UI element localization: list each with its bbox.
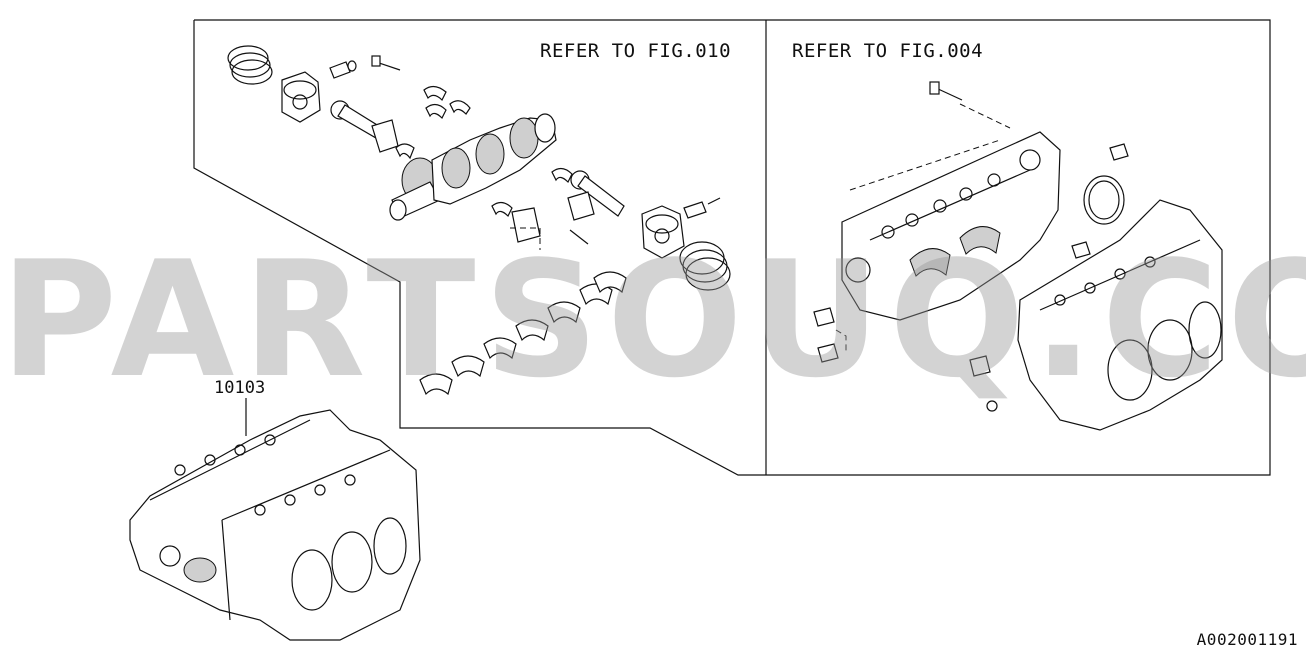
refer-fig-004-label[interactable]: REFER TO FIG.004 (792, 40, 984, 62)
part-number-callout[interactable]: 10103 (214, 378, 266, 398)
refer-fig-010-label[interactable]: REFER TO FIG.010 (540, 40, 732, 62)
bearing-shells-middle (491, 167, 573, 218)
plugs-and-nuts (813, 241, 1091, 412)
piston-pin-top (329, 60, 357, 79)
piston-bottom (641, 205, 685, 259)
crankcase-half-left (841, 131, 1061, 321)
piston-pin-bottom (683, 197, 721, 219)
piston-ring-set-top (227, 45, 273, 85)
conrod-bottom (567, 170, 625, 245)
short-block-assembly (129, 398, 421, 641)
conrod-bolt-top (371, 55, 401, 71)
conrod-cap-bottom (510, 207, 541, 250)
conrod-top (330, 100, 399, 153)
crankshaft (389, 113, 557, 221)
oil-seal (1083, 175, 1125, 225)
plug-top (1109, 143, 1129, 161)
block-bolt (929, 81, 1011, 129)
piston-top (281, 71, 321, 123)
crankcase-half-right (1017, 199, 1223, 431)
main-bearing-set (419, 271, 627, 396)
bearing-shells-top (395, 85, 471, 160)
reference-frame (193, 19, 1271, 476)
figure-code: A002001191 (1196, 630, 1298, 649)
piston-ring-set-bottom (679, 241, 731, 291)
